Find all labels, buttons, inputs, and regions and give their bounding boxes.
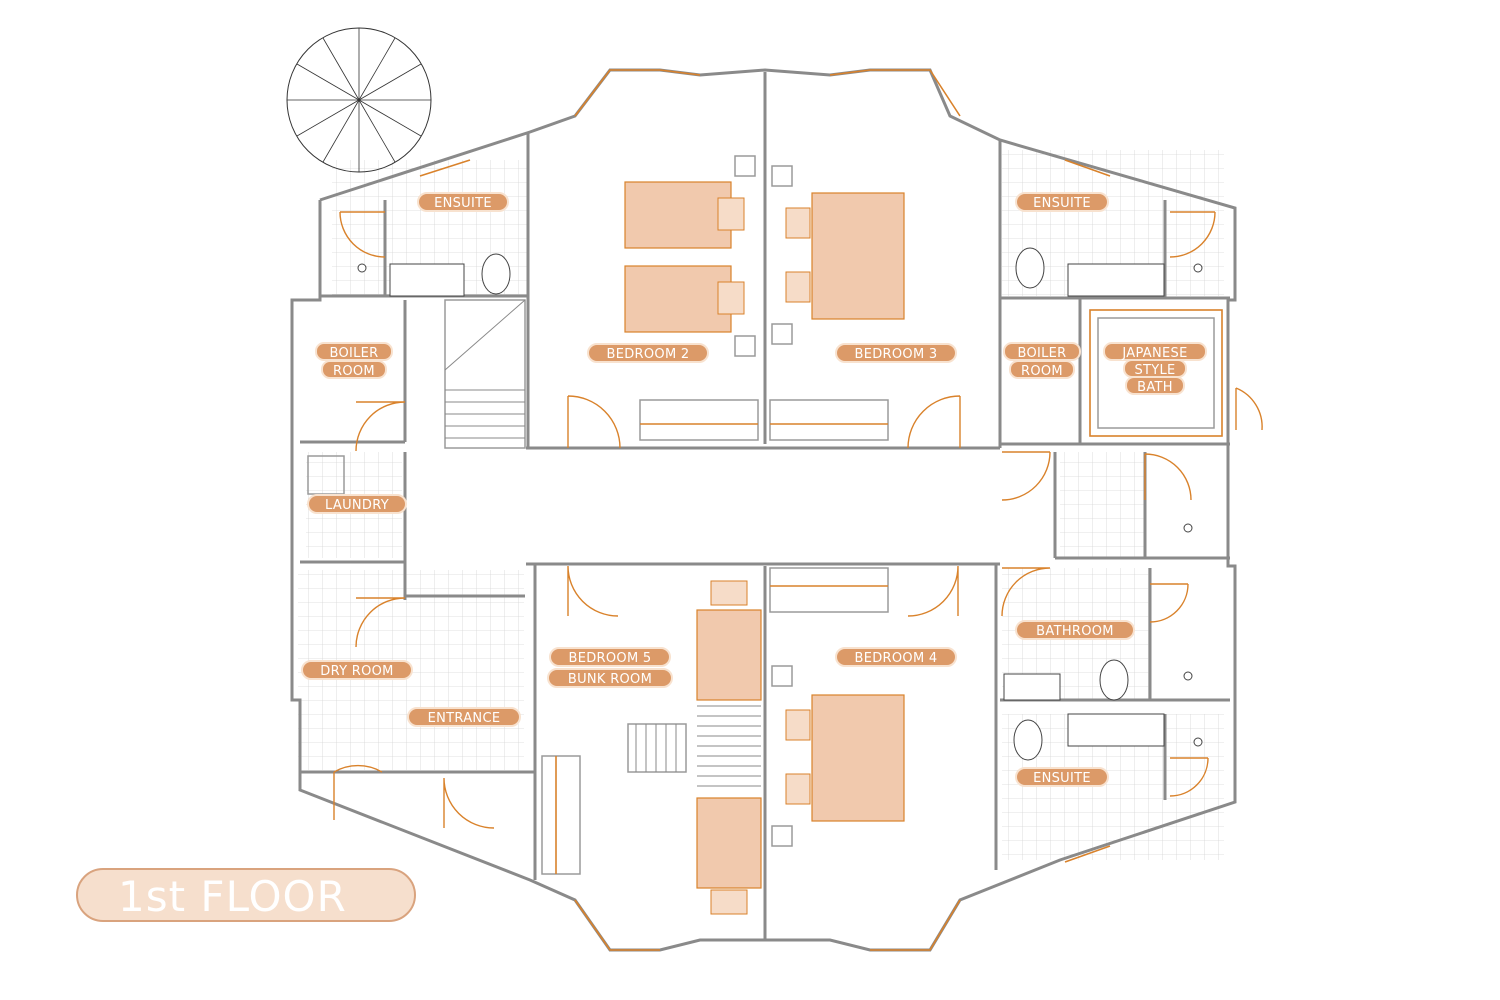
svg-text:ENSUITE: ENSUITE (1033, 771, 1091, 786)
room-label-ensuite-nw: ENSUITE (417, 192, 509, 212)
beds (624, 181, 905, 915)
room-label-bedroom-2: BEDROOM 2 (587, 343, 709, 363)
svg-text:BUNK ROOM: BUNK ROOM (568, 672, 652, 687)
svg-text:ENTRANCE: ENTRANCE (428, 711, 501, 726)
room-label-ensuite-se: ENSUITE (1015, 767, 1109, 787)
room-label-ensuite-ne: ENSUITE (1015, 192, 1109, 212)
floor-badge: 1st FLOOR (76, 868, 416, 922)
svg-text:ROOM: ROOM (333, 364, 375, 379)
room-label-japanese-bath: JAPANESE STYLE BATH (1103, 342, 1207, 395)
room-label-laundry: LAUNDRY (307, 494, 407, 514)
room-label-dry-room: DRY ROOM (301, 660, 413, 680)
svg-text:BEDROOM 2: BEDROOM 2 (607, 347, 690, 362)
svg-text:ROOM: ROOM (1021, 364, 1063, 379)
nightstands (734, 155, 793, 847)
interior-walls (300, 72, 1230, 940)
room-label-bedroom-5: BEDROOM 5 BUNK ROOM (547, 647, 673, 688)
room-label-entrance: ENTRANCE (407, 707, 521, 727)
wardrobes (541, 399, 889, 875)
compass-rose-icon (286, 27, 432, 173)
room-label-bedroom-3: BEDROOM 3 (835, 343, 957, 363)
svg-text:BATHROOM: BATHROOM (1036, 624, 1114, 639)
svg-text:BOILER: BOILER (329, 346, 378, 361)
svg-text:BEDROOM 5: BEDROOM 5 (569, 651, 652, 666)
svg-text:DRY ROOM: DRY ROOM (320, 664, 393, 679)
floor-title: 1st FLOOR (118, 872, 347, 921)
japanese-bath-tub (1089, 309, 1223, 437)
svg-text:STYLE: STYLE (1134, 363, 1175, 378)
svg-text:LAUNDRY: LAUNDRY (325, 498, 389, 513)
svg-text:BOILER: BOILER (1017, 346, 1066, 361)
staircases (444, 299, 761, 787)
room-label-bedroom-4: BEDROOM 4 (835, 647, 957, 667)
room-label-boiler-e: BOILER ROOM (1003, 342, 1081, 379)
outer-walls (290, 68, 1237, 952)
tiled-areas (298, 150, 1224, 860)
svg-text:BEDROOM 3: BEDROOM 3 (855, 347, 938, 362)
room-label-boiler-w: BOILER ROOM (315, 342, 393, 379)
svg-text:BEDROOM 4: BEDROOM 4 (855, 651, 938, 666)
svg-text:ENSUITE: ENSUITE (434, 196, 492, 211)
svg-text:BATH: BATH (1137, 380, 1173, 395)
doors (333, 211, 1263, 829)
svg-text:JAPANESE: JAPANESE (1121, 346, 1187, 361)
svg-text:ENSUITE: ENSUITE (1033, 196, 1091, 211)
sanitary-fixtures (307, 247, 1203, 761)
room-label-bathroom: BATHROOM (1015, 620, 1135, 640)
